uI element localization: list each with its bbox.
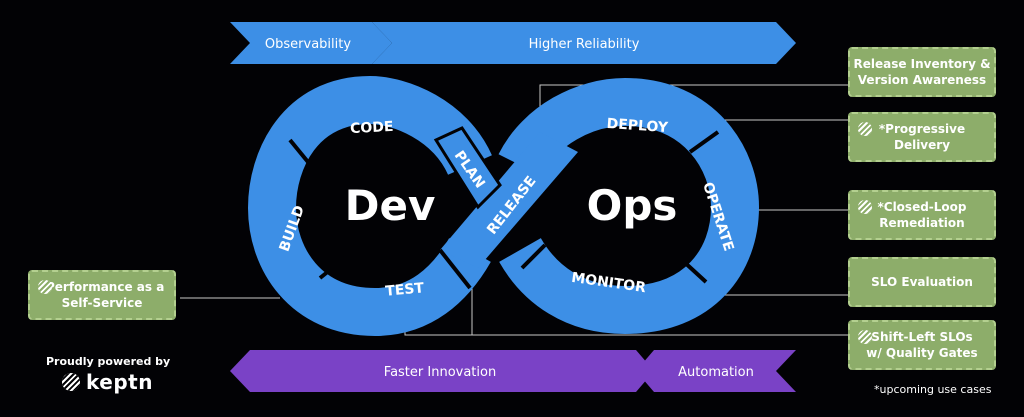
higher-reliability-label: Higher Reliability (529, 37, 640, 52)
keptn-logo-icon (858, 122, 872, 136)
keptn-logo-icon (858, 200, 872, 214)
observability-arrow (230, 22, 392, 64)
progressive-delivery-label: *Progressive Delivery (878, 122, 966, 152)
faster-innovation-label: Faster Innovation (384, 365, 496, 380)
ops-label: Ops (587, 181, 678, 230)
observability-label: Observability (265, 37, 351, 52)
stage-test: TEST (385, 280, 425, 299)
closed-loop-label: *Closed-Loop Remediation (877, 200, 967, 230)
shift-left-box: Shift-Left SLOs w/ Quality Gates (848, 320, 996, 370)
powered-by-label: Proudly powered by (46, 355, 171, 368)
progressive-delivery-box: *Progressive Delivery (848, 112, 996, 162)
keptn-brand: keptn (62, 370, 153, 394)
automation-label: Automation (678, 365, 754, 380)
keptn-logo-icon (858, 330, 872, 344)
infinity-loop (247, 75, 760, 337)
release-inventory-label: Release Inventory & Version Awareness (853, 57, 991, 87)
shift-left-label: Shift-Left SLOs w/ Quality Gates (866, 330, 978, 360)
slo-evaluation-box: SLO Evaluation (848, 257, 996, 307)
performance-box: *Performance as a Self-Service (28, 270, 176, 320)
slo-evaluation-label: SLO Evaluation (871, 275, 973, 289)
brand-name: keptn (86, 370, 153, 394)
right-ring (498, 77, 760, 335)
performance-label: *Performance as a Self-Service (39, 280, 165, 310)
keptn-logo-icon (62, 373, 80, 391)
faster-innovation-arrow (230, 350, 654, 392)
dev-label: Dev (345, 181, 436, 230)
keptn-logo-icon (38, 280, 52, 294)
release-band (440, 132, 578, 268)
left-ring (247, 75, 492, 337)
closed-loop-box: *Closed-Loop Remediation (848, 190, 996, 240)
footnote: *upcoming use cases (874, 383, 992, 396)
automation-arrow (636, 350, 796, 392)
plan-segment (433, 126, 502, 210)
release-inventory-box: Release Inventory & Version Awareness (848, 47, 996, 97)
stage-deploy: DEPLOY (606, 116, 669, 136)
higher-reliability-arrow (372, 22, 796, 64)
stage-code: CODE (350, 119, 394, 137)
